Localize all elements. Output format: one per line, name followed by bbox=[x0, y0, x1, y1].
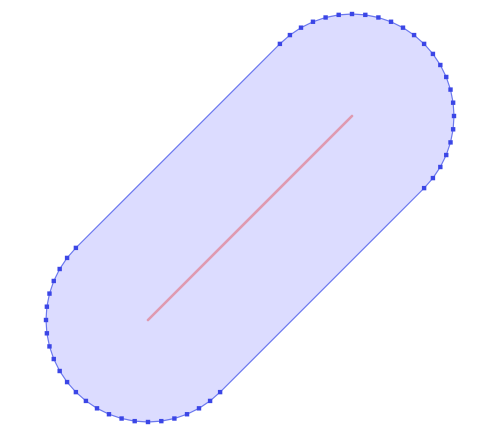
vertex-marker bbox=[94, 406, 100, 411]
vertex-marker bbox=[448, 87, 453, 92]
vertex-marker bbox=[119, 416, 124, 421]
vertex-marker bbox=[349, 11, 355, 17]
vertex-marker bbox=[73, 389, 79, 395]
vertex-marker bbox=[430, 175, 436, 181]
vertex-marker bbox=[376, 15, 381, 20]
vertex-marker bbox=[438, 62, 443, 68]
vertex-markers bbox=[43, 11, 457, 425]
vertex-marker bbox=[363, 12, 368, 18]
vertex-marker bbox=[145, 419, 151, 425]
vertex-marker bbox=[450, 127, 456, 132]
vertex-marker bbox=[44, 304, 50, 309]
vertex-marker bbox=[298, 25, 304, 30]
vertex-marker bbox=[438, 164, 443, 170]
vertex-marker bbox=[277, 41, 283, 47]
vertex-marker bbox=[451, 113, 457, 119]
vertex-marker bbox=[448, 140, 453, 145]
vertex-marker bbox=[388, 19, 394, 24]
vertex-marker bbox=[411, 32, 417, 38]
vertex-marker bbox=[336, 12, 341, 18]
vertex-marker bbox=[106, 412, 112, 417]
vertex-marker bbox=[196, 406, 202, 411]
vertex-marker bbox=[83, 398, 89, 404]
vertex-marker bbox=[43, 317, 49, 323]
vertex-marker bbox=[217, 389, 223, 395]
vertex-marker bbox=[323, 15, 328, 20]
vertex-marker bbox=[44, 331, 50, 336]
vertex-marker bbox=[400, 25, 406, 30]
vertex-marker bbox=[310, 19, 316, 24]
vertex-marker bbox=[207, 398, 213, 404]
vertex-marker bbox=[287, 32, 293, 38]
vertex-marker bbox=[421, 185, 427, 191]
vertex-marker bbox=[47, 344, 52, 349]
vertex-marker bbox=[444, 74, 449, 80]
vertex-marker bbox=[51, 278, 56, 284]
vertex-marker bbox=[57, 368, 62, 374]
vertex-marker bbox=[57, 266, 62, 272]
vertex-marker bbox=[51, 356, 56, 362]
vertex-marker bbox=[172, 416, 177, 421]
vertex-marker bbox=[47, 291, 52, 296]
vertex-marker bbox=[184, 412, 190, 417]
vertex-marker bbox=[450, 100, 456, 105]
vertex-marker bbox=[73, 245, 79, 251]
vertex-marker bbox=[64, 379, 70, 385]
vertex-marker bbox=[430, 51, 436, 57]
vertex-marker bbox=[64, 255, 70, 261]
vertex-marker bbox=[132, 418, 137, 424]
vertex-marker bbox=[421, 41, 427, 47]
vertex-marker bbox=[444, 152, 449, 158]
vertex-marker bbox=[159, 418, 164, 424]
center-line bbox=[146, 114, 354, 322]
